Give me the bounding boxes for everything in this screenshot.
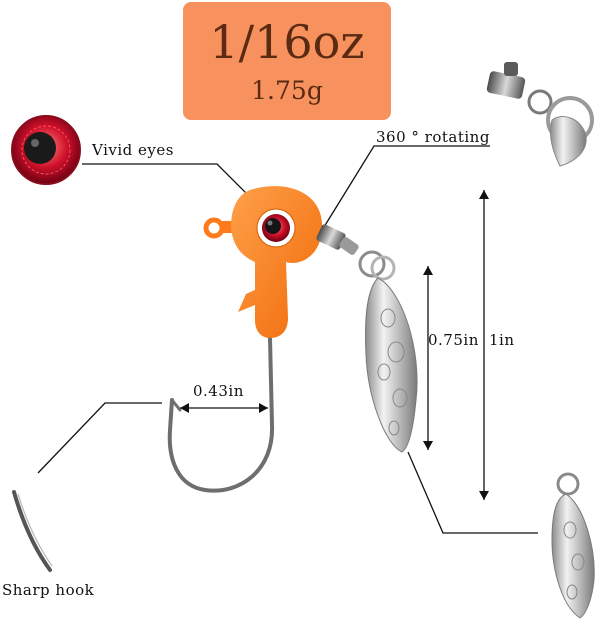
hook-icon xyxy=(167,336,275,493)
hook-gap-dimension xyxy=(180,403,268,413)
blade-length-dimension xyxy=(423,266,433,450)
swivel-icon xyxy=(316,224,396,281)
rotating-label: 360 ° rotating xyxy=(376,128,490,146)
weight-oz: 1/16oz xyxy=(209,15,365,69)
hook-barb xyxy=(170,398,182,412)
willow-blade-icon xyxy=(365,277,418,453)
weight-label-box: 1/16oz 1.75g xyxy=(183,2,391,120)
eye-closeup-icon xyxy=(11,115,81,185)
blade-length-label: 0.75in xyxy=(428,331,479,349)
total-length-label: 1in xyxy=(489,331,515,349)
total-length-dimension xyxy=(479,190,489,500)
jig-head-icon xyxy=(203,186,323,338)
swivel-closeup-icon xyxy=(486,62,594,167)
hook-tip-closeup-icon xyxy=(12,490,53,572)
blade-closeup-icon xyxy=(551,472,595,619)
blade-callout-line xyxy=(407,451,538,534)
rotating-callout-line xyxy=(323,145,490,228)
weight-banner xyxy=(183,2,391,120)
hook-gap-label: 0.43in xyxy=(193,382,244,400)
vivid-eyes-label: Vivid eyes xyxy=(92,141,174,159)
weight-grams: 1.75g xyxy=(251,76,323,105)
sharp-hook-callout-line xyxy=(37,402,162,474)
sharp-hook-label: Sharp hook xyxy=(2,581,95,599)
